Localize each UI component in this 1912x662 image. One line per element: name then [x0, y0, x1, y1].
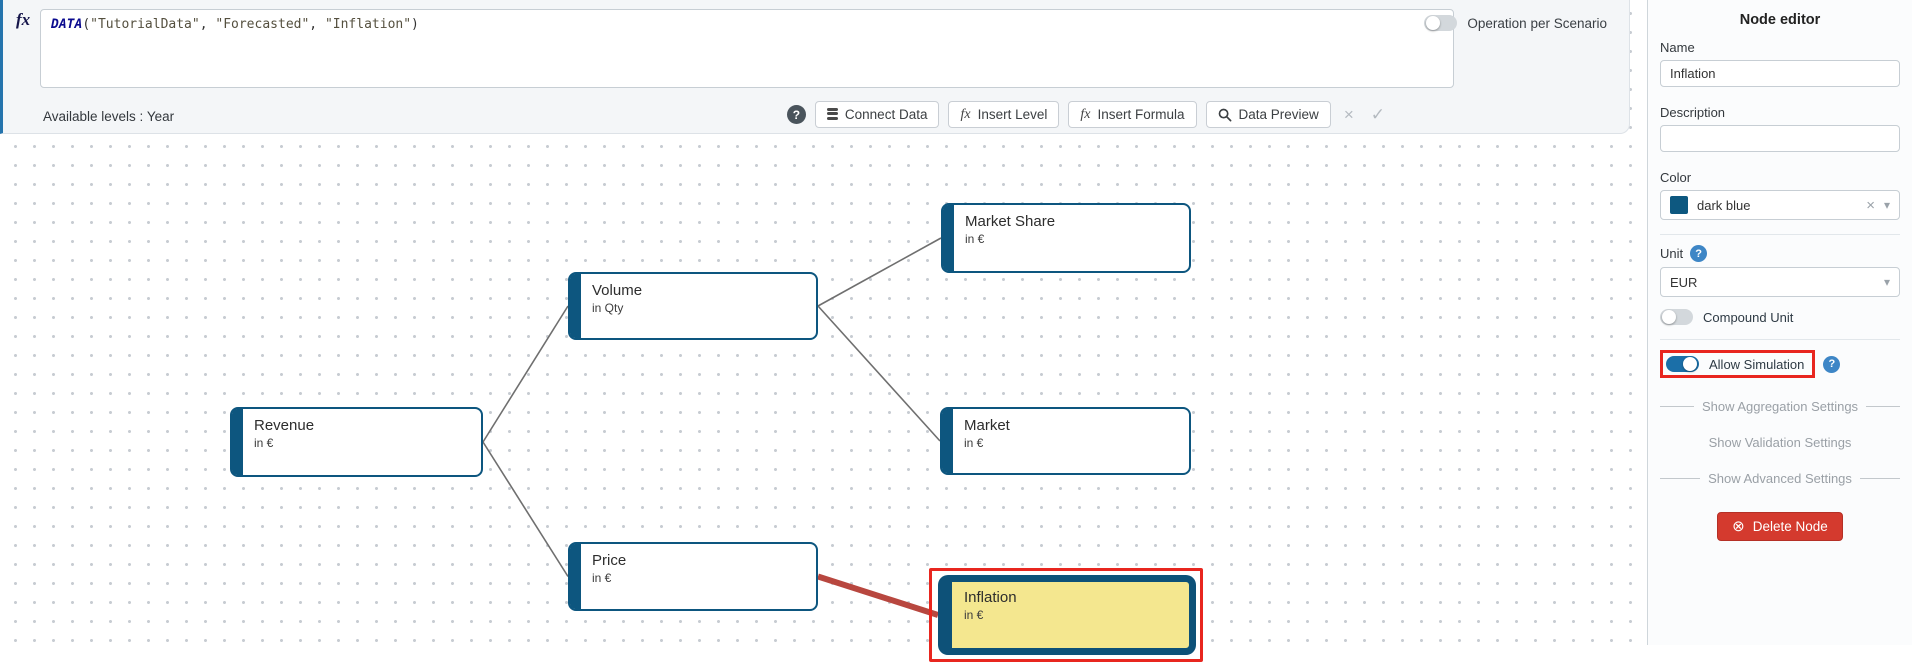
compound-unit-row: Compound Unit [1660, 309, 1900, 325]
search-icon [1218, 108, 1232, 122]
node-unit: in € [965, 232, 985, 246]
canvas-node-inflation[interactable]: Inflation in € [938, 575, 1196, 655]
cancel-formula-icon[interactable]: × [1343, 104, 1354, 124]
insert-formula-button[interactable]: fx Insert Formula [1068, 101, 1197, 128]
color-value: dark blue [1697, 197, 1751, 213]
node-unit: in Qty [592, 301, 624, 315]
divider [1660, 339, 1900, 340]
unit-label: Unit ? [1660, 245, 1900, 262]
edge-volume-market [817, 305, 941, 442]
operation-per-scenario-row: Operation per Scenario [1424, 15, 1607, 31]
compound-unit-toggle[interactable] [1660, 309, 1693, 325]
edges-layer [482, 237, 942, 618]
divider [1660, 234, 1900, 235]
formula-panel: fx DATA("TutorialData", "Forecasted", "I… [0, 0, 1630, 134]
canvas-node-market[interactable]: Market in € [940, 407, 1191, 475]
allow-simulation-highlight: Allow Simulation [1660, 350, 1816, 378]
color-label: Color [1660, 170, 1692, 185]
delete-node-button[interactable]: ⊗ Delete Node [1717, 512, 1843, 541]
edge-revenue-price [482, 441, 569, 577]
database-icon [826, 107, 838, 122]
edge-price-inflation [817, 573, 939, 618]
canvas-node-price[interactable]: Price in € [568, 542, 818, 611]
fx-icon: fx [960, 106, 971, 122]
show-aggregation-settings-link[interactable]: Show Aggregation Settings [1660, 399, 1901, 414]
panel-title: Node editor [1739, 12, 1821, 28]
allow-simulation-row: Allow Simulation ? [1660, 350, 1900, 378]
allow-simulation-toggle[interactable] [1666, 356, 1699, 372]
node-unit: in € [254, 436, 274, 450]
node-unit: in € [964, 436, 984, 450]
chevron-down-icon: ▾ [1883, 198, 1890, 212]
operation-per-scenario-label: Operation per Scenario [1467, 15, 1607, 31]
name-label: Name [1660, 40, 1695, 55]
name-input[interactable] [1660, 60, 1900, 87]
show-advanced-settings-link[interactable]: Show Advanced Settings [1660, 471, 1901, 486]
edge-volume-market-share [817, 237, 942, 307]
description-label: Description [1660, 105, 1726, 120]
color-swatch [1670, 196, 1688, 214]
node-title: Market [964, 417, 1010, 434]
color-select[interactable]: dark blue × ▾ [1660, 190, 1900, 220]
help-icon[interactable]: ? [786, 105, 806, 124]
fx-icon: fx [16, 10, 31, 29]
insert-level-button[interactable]: fx Insert Level [948, 101, 1060, 128]
chevron-down-icon: ▾ [1883, 275, 1890, 289]
formula-toolbar: ? Connect Data fx Insert Level fx Insert… [786, 101, 1389, 128]
fx-icon: fx [1080, 106, 1091, 122]
unit-select[interactable]: EUR ▾ [1660, 267, 1900, 297]
confirm-formula-icon[interactable]: ✓ [1370, 104, 1385, 124]
show-validation-settings-link[interactable]: Show Validation Settings [1708, 435, 1852, 450]
available-levels: Available levels : Year [43, 109, 175, 124]
formula-keyword: DATA [51, 17, 83, 32]
unit-help-icon[interactable]: ? [1690, 245, 1708, 262]
data-preview-button[interactable]: Data Preview [1205, 101, 1331, 128]
allow-simulation-help-icon[interactable]: ? [1823, 355, 1841, 373]
formula-input[interactable]: DATA("TutorialData", "Forecasted", "Infl… [40, 9, 1454, 88]
node-editor-panel: Node editor Name Description Color dark … [1647, 0, 1912, 645]
node-title: Revenue [254, 417, 315, 434]
allow-simulation-label: Allow Simulation [1709, 356, 1805, 372]
node-title: Inflation [964, 589, 1017, 606]
canvas-node-revenue[interactable]: Revenue in € [230, 407, 483, 477]
formula-arg: "Inflation" [324, 17, 412, 32]
node-title: Volume [592, 282, 643, 299]
canvas-node-volume[interactable]: Volume in Qty [568, 272, 818, 340]
canvas-node-market-share[interactable]: Market Share in € [941, 203, 1191, 273]
operation-per-scenario-toggle[interactable] [1424, 15, 1458, 31]
formula-arg: "Forecasted" [215, 17, 310, 32]
delete-icon: ⊗ [1732, 518, 1745, 535]
formula-arg: "TutorialData" [90, 17, 200, 32]
edge-revenue-volume [482, 305, 569, 443]
node-unit: in € [964, 608, 984, 622]
description-input[interactable] [1660, 125, 1900, 152]
connect-data-button[interactable]: Connect Data [814, 101, 940, 128]
unit-value: EUR [1670, 274, 1698, 290]
node-title: Price [592, 552, 627, 569]
clear-color-icon[interactable]: × [1866, 196, 1875, 214]
compound-unit-label: Compound Unit [1703, 309, 1794, 325]
node-title: Market Share [965, 213, 1056, 230]
node-unit: in € [592, 571, 612, 585]
